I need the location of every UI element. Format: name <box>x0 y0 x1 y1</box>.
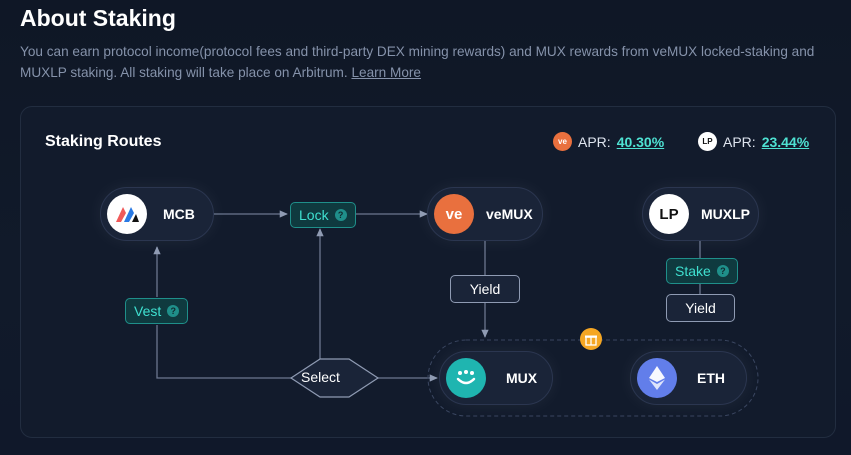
mcb-logo <box>107 194 147 234</box>
vemux-apr-value[interactable]: 40.30% <box>616 133 665 150</box>
gift-icon <box>580 328 602 350</box>
mux-node[interactable]: MUX <box>439 351 553 405</box>
muxlp-node[interactable]: LP MUXLP <box>642 187 759 241</box>
muxlp-logo: LP <box>649 194 689 234</box>
lock-label: Lock <box>299 207 329 223</box>
muxlp-label: MUXLP <box>701 206 750 222</box>
vemux-apr: ve APR: 40.30% <box>553 132 664 151</box>
muxlp-logo-text: LP <box>659 205 679 223</box>
stake-action[interactable]: Stake ? <box>666 258 738 284</box>
apr-label: APR: <box>578 133 611 150</box>
vemux-logo-text: ve <box>445 205 463 223</box>
page-description: You can earn protocol income(protocol fe… <box>20 41 830 83</box>
muxlp-apr-value[interactable]: 23.44% <box>761 133 810 150</box>
eth-label: ETH <box>697 370 725 386</box>
apr-label: APR: <box>723 133 756 150</box>
muxlp-yield: Yield <box>666 294 735 322</box>
vemux-yield: Yield <box>450 275 520 303</box>
help-icon[interactable]: ? <box>716 265 729 277</box>
vemux-node[interactable]: ve veMUX <box>427 187 543 241</box>
help-icon[interactable]: ? <box>167 305 180 317</box>
mux-logo <box>446 358 486 398</box>
learn-more-link[interactable]: Learn More <box>351 65 421 80</box>
staking-routes-card: Staking Routes ve APR: 40.30% LP APR: 23… <box>20 106 836 438</box>
description-text: You can earn protocol income(protocol fe… <box>20 44 815 80</box>
lock-action[interactable]: Lock ? <box>290 202 356 228</box>
vest-label: Vest <box>134 303 162 319</box>
muxlp-apr: LP APR: 23.44% <box>698 132 809 151</box>
mux-label: MUX <box>506 370 538 386</box>
vemux-icon: ve <box>553 132 572 151</box>
page-title: About Staking <box>20 5 176 31</box>
stake-label: Stake <box>675 263 711 279</box>
vemux-logo: ve <box>434 194 474 234</box>
select-label[interactable]: Select <box>301 369 340 385</box>
vemux-label: veMUX <box>486 206 533 222</box>
card-title: Staking Routes <box>45 133 162 150</box>
vest-action[interactable]: Vest ? <box>125 298 189 324</box>
muxlp-icon: LP <box>698 132 717 151</box>
mcb-label: MCB <box>163 206 195 222</box>
mcb-node[interactable]: MCB <box>100 187 214 241</box>
help-icon[interactable]: ? <box>334 209 347 221</box>
eth-node[interactable]: ETH <box>630 351 747 405</box>
select-diamond <box>289 358 380 398</box>
eth-logo <box>637 358 677 398</box>
